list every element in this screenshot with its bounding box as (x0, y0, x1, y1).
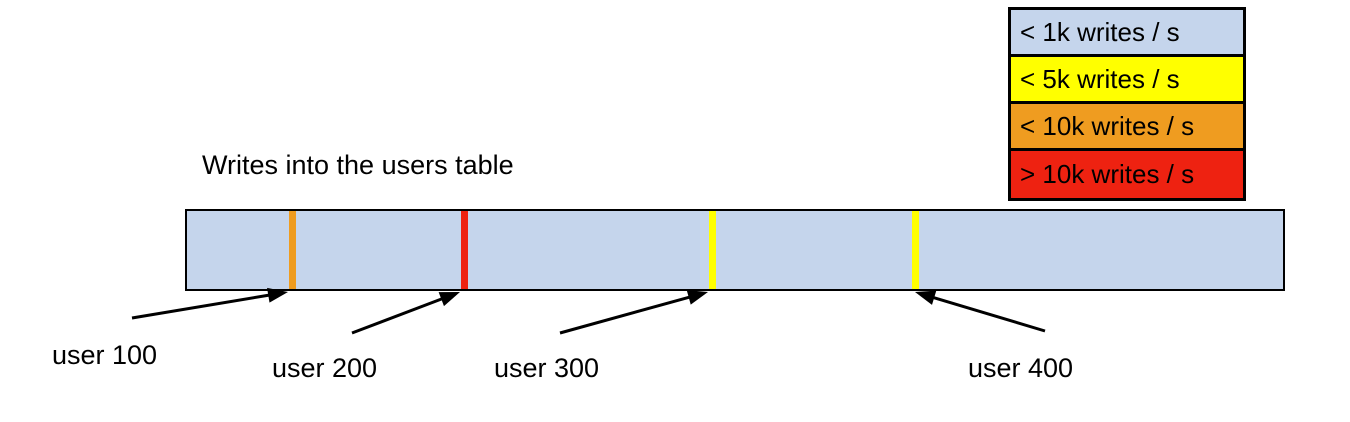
legend-item-lt-10k: < 10k writes / s (1011, 104, 1243, 151)
legend-item-lt-1k: < 1k writes / s (1011, 10, 1243, 57)
callout-label-user-100: user 100 (52, 340, 158, 370)
callout-arrow-head (438, 292, 460, 307)
callout-arrow-shaft (559, 295, 691, 335)
legend-item-label: > 10k writes / s (1020, 159, 1195, 189)
legend-item-gt-10k: > 10k writes / s (1011, 151, 1243, 198)
callout-arrow-shaft (131, 293, 271, 320)
legend-item-label: < 1k writes / s (1020, 16, 1180, 47)
callout-arrow-head (915, 290, 937, 305)
callout-arrow-head (686, 290, 708, 305)
legend: < 1k writes / s < 5k writes / s < 10k wr… (1008, 7, 1246, 201)
user-200-marker (461, 211, 468, 289)
page-title: Writes into the users table (202, 150, 514, 180)
callout-label-user-200: user 200 (272, 353, 378, 383)
callout-label-user-400: user 400 (968, 353, 1074, 383)
user-100-marker (289, 211, 296, 289)
legend-item-lt-5k: < 5k writes / s (1011, 57, 1243, 104)
user-400-marker (912, 211, 919, 289)
callout-arrow-shaft (351, 297, 444, 335)
legend-item-label: < 5k writes / s (1020, 63, 1180, 94)
user-300-marker (709, 211, 716, 289)
callout-arrow-shaft (932, 295, 1046, 333)
callout-label-user-300: user 300 (494, 353, 600, 383)
users-table-bar (185, 209, 1285, 291)
legend-item-label: < 10k writes / s (1020, 110, 1195, 141)
